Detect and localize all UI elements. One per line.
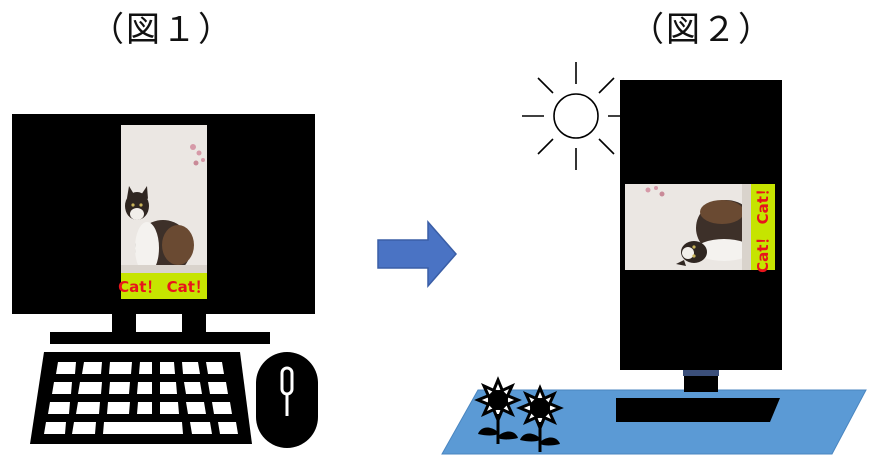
rotated-monitor-scene: Cat！ Cat！ bbox=[441, 62, 867, 455]
monitor-neck-right bbox=[182, 314, 206, 334]
caption-strip-2 bbox=[751, 184, 775, 270]
figure2-label: （図２） bbox=[630, 10, 774, 50]
mouse bbox=[256, 352, 318, 448]
portrait-monitor-base bbox=[616, 398, 780, 422]
keyboard bbox=[30, 352, 252, 444]
figure1-label: （図１） bbox=[90, 10, 234, 50]
monitor-neck-left bbox=[112, 314, 136, 334]
keyboard-body bbox=[30, 352, 252, 444]
arrow-right-icon bbox=[377, 220, 457, 288]
cat-photo-rotated: Cat！ Cat！ bbox=[625, 181, 775, 273]
portrait-monitor-neck-shade bbox=[683, 370, 719, 376]
caption-strip-1 bbox=[121, 273, 207, 299]
caption-text-1: Cat！ Cat！ bbox=[118, 278, 210, 296]
caption-text-2: Cat！ Cat！ bbox=[754, 181, 772, 273]
monitor-base bbox=[50, 332, 270, 344]
sun-icon bbox=[522, 62, 630, 170]
desktop-computer: Cat！ Cat！ bbox=[12, 114, 318, 448]
sunflower-icon bbox=[474, 376, 564, 452]
cat-photo-portrait: Cat！ Cat！ bbox=[118, 125, 210, 299]
keyboard-keys bbox=[44, 362, 238, 434]
